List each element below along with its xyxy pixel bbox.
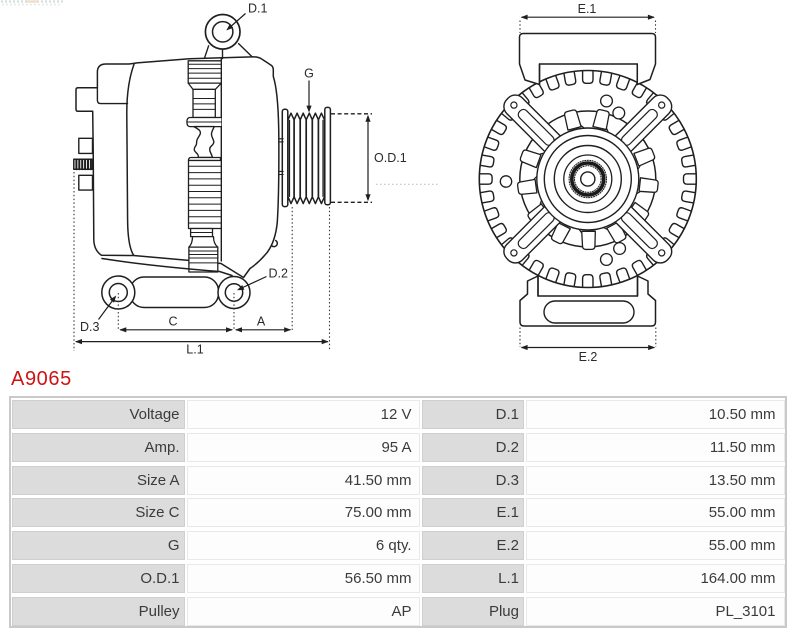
svg-text:G: G xyxy=(304,67,314,81)
svg-text:L.1: L.1 xyxy=(186,343,203,357)
svg-text:D.3: D.3 xyxy=(80,320,100,334)
svg-text:O.D.1: O.D.1 xyxy=(374,151,407,165)
svg-text:D.1: D.1 xyxy=(248,2,268,16)
svg-text:E.2: E.2 xyxy=(579,350,598,364)
svg-text:D.2: D.2 xyxy=(269,267,289,281)
svg-text:A: A xyxy=(257,315,266,329)
svg-text:E.1: E.1 xyxy=(578,2,597,16)
svg-text:C: C xyxy=(168,315,177,329)
